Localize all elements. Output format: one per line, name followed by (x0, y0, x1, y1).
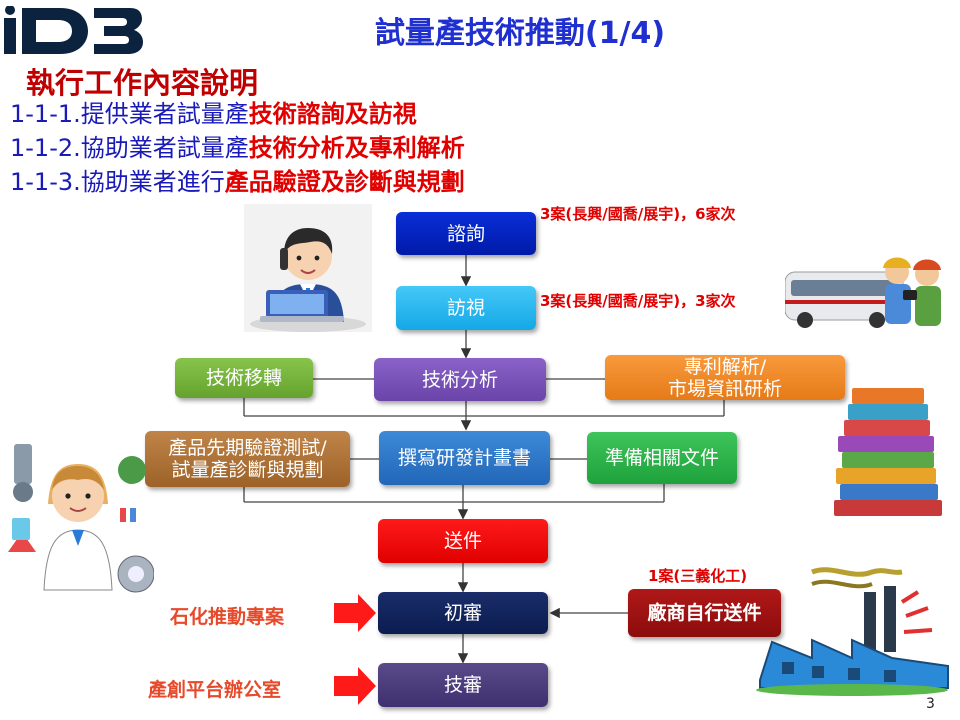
item-3-prefix: 1-1-3.協助業者進行 (10, 168, 225, 196)
self-submit-note: 1案(三義化工) (648, 567, 748, 585)
consult-note: 3案(長興/國喬/展宇)，6家次 (540, 205, 736, 223)
patent-line-1: 專利解析/ (683, 355, 767, 378)
office-worker-illustration (244, 204, 372, 332)
id3-logo: iD3 (4, 6, 143, 54)
books-illustration (834, 388, 942, 516)
submit-box: 送件 (378, 519, 548, 563)
page-number: 3 (926, 696, 935, 712)
tourists-bus-illustration (785, 257, 941, 328)
item-1-highlight: 技術諮詢及訪視 (248, 100, 417, 128)
item-2-highlight: 技術分析及專利解析 (248, 134, 465, 162)
item-line-1: 1-1-1.提供業者試量產技術諮詢及訪視 (10, 94, 417, 129)
prepare-docs-box: 準備相關文件 (587, 432, 737, 484)
verify-line-2: 試量產診斷與規劃 (171, 459, 324, 481)
write-plan-box: 撰寫研發計畫書 (379, 431, 550, 485)
self-submit-box: 廠商自行送件 (628, 589, 781, 637)
item-2-prefix: 1-1-2.協助業者試量產 (10, 134, 249, 162)
office-label: 產創平台辦公室 (148, 679, 282, 701)
tech-analysis-box: 技術分析 (374, 358, 546, 401)
item-3-highlight: 產品驗證及診斷與規劃 (224, 168, 465, 196)
visit-box: 訪視 (396, 286, 536, 330)
tech-transfer-box: 技術移轉 (175, 358, 313, 398)
patent-line-2: 市場資訊研析 (667, 377, 782, 400)
verify-plan-box: 產品先期驗證測試/ 試量產診斷與規劃 (145, 431, 350, 487)
item-line-3: 1-1-3.協助業者進行產品驗證及診斷與規劃 (10, 162, 465, 197)
scientist-illustration (8, 444, 154, 593)
item-line-2: 1-1-2.協助業者試量產技術分析及專利解析 (10, 128, 465, 163)
first-review-box: 初審 (378, 592, 548, 634)
item-1-prefix: 1-1-1.提供業者試量產 (10, 100, 249, 128)
verify-line-1: 產品先期驗證測試/ (168, 437, 327, 459)
patent-market-box: 專利解析/ 市場資訊研析 (605, 355, 845, 400)
page-title: 試量產技術推動(1/4) (374, 16, 666, 51)
petrochem-label: 石化推動專案 (170, 606, 285, 628)
section-heading: 執行工作內容說明 (26, 66, 259, 100)
consult-box: 諮詢 (396, 212, 536, 255)
factory-illustration (756, 567, 949, 696)
visit-note: 3案(長興/國喬/展宇)，3家次 (540, 292, 736, 310)
tech-review-box: 技審 (378, 663, 548, 707)
